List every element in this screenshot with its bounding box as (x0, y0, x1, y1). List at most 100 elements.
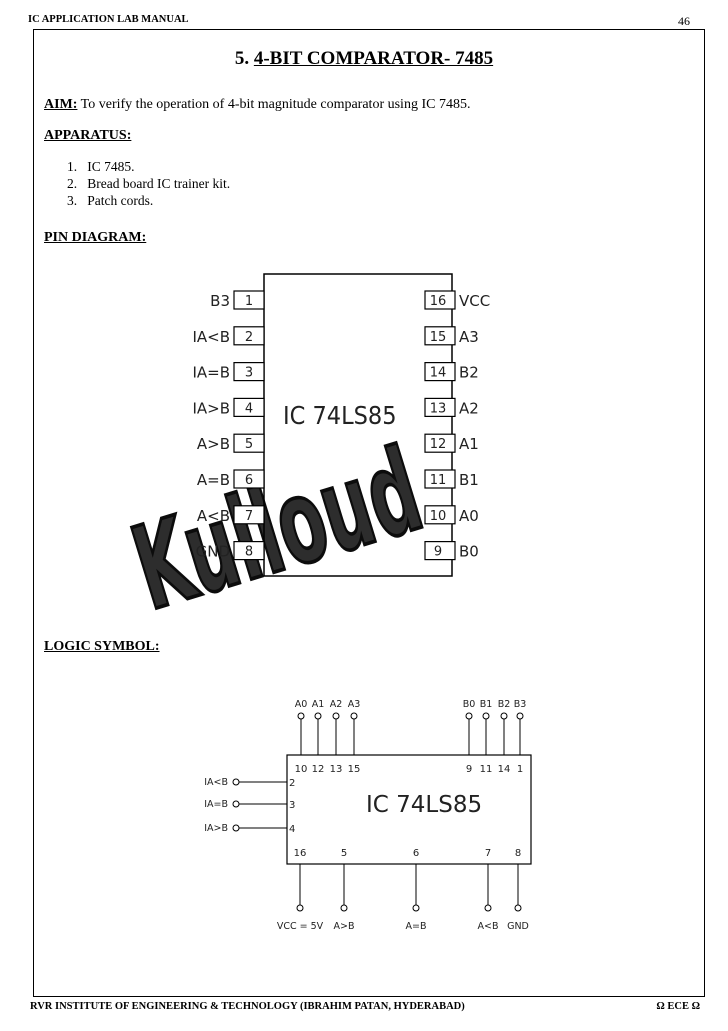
page-title: 5. 4-BIT COMPARATOR- 7485 (0, 48, 728, 70)
list-item: 2. Bread board IC trainer kit. (67, 176, 231, 191)
header-title: IC APPLICATION LAB MANUAL (28, 14, 189, 25)
pin-label-7: A<B (197, 507, 230, 525)
logic-pin-number-10: 10 (295, 764, 308, 775)
pin-box-left-8 (233, 540, 265, 561)
pin-box-right-14 (424, 362, 456, 382)
pin-box-left-2 (233, 326, 265, 346)
aim-label: AIM: (44, 97, 78, 112)
logic-pin-label-4: IA>B (204, 823, 228, 834)
pin-box-left-5 (233, 433, 265, 453)
watermark-text: Kulloud (119, 424, 436, 637)
logic-chip-body (286, 754, 532, 865)
terminal-16 (296, 904, 304, 912)
terminal-5 (340, 904, 348, 912)
pin-number-12: 12 (430, 437, 447, 452)
pin-box-left-4 (233, 397, 265, 417)
terminal-6 (412, 904, 420, 912)
pin-number-13: 13 (430, 401, 447, 416)
pin-box-right-13 (424, 397, 456, 417)
pin-label-12: A1 (459, 435, 479, 453)
apparatus-list: 1. IC 7485. 2. Bread board IC trainer ki… (67, 158, 230, 209)
terminal-11 (482, 712, 490, 720)
pin-number-7: 7 (245, 509, 253, 524)
logic-pin-label-16: VCC = 5V (277, 921, 324, 932)
pin-box-left-3 (233, 362, 265, 382)
terminal-2 (232, 778, 240, 786)
pin-box-left-7 (233, 505, 265, 525)
chip-label: IC 74LS85 (283, 401, 397, 430)
terminal-13 (332, 712, 340, 720)
logic-pin-label-15: A3 (348, 699, 361, 710)
logic-pin-label-6: A=B (406, 921, 427, 932)
pin-label-2: IA<B (192, 328, 230, 346)
pin-number-15: 15 (430, 330, 447, 345)
pin-label-9: B0 (459, 543, 479, 561)
logic-pin-label-10: A0 (295, 699, 308, 710)
logic-pin-number-3: 3 (289, 800, 295, 811)
logic-pin-label-3: IA=B (204, 799, 228, 810)
logic-pin-label-11: B1 (480, 699, 493, 710)
logic-symbol: IC 74LS85 A010A112A213A315B09B111B214B31… (204, 699, 532, 932)
footer-dept: Ω ECE Ω (656, 1001, 700, 1012)
pin-box-right-11 (424, 469, 456, 489)
pin-label-11: B1 (459, 471, 479, 489)
logic-pin-label-8: GND (507, 921, 529, 932)
pin-label-16: VCC (459, 292, 490, 310)
list-item: 1. IC 7485. (67, 159, 135, 174)
pin-box-right-9 (424, 540, 456, 561)
title-number: 5. (234, 48, 250, 69)
pin-label-10: A0 (459, 507, 479, 525)
pin-box-right-16 (424, 290, 456, 310)
pin-box-right-15 (424, 326, 456, 346)
pin-label-6: A=B (197, 471, 230, 489)
apparatus-heading: APPARATUS: (44, 128, 131, 144)
pin-number-11: 11 (430, 473, 447, 488)
logic-pin-label-7: A<B (478, 921, 499, 932)
pin-number-5: 5 (245, 437, 253, 452)
pin-label-8: GND (196, 543, 230, 561)
logic-pin-number-9: 9 (466, 764, 472, 775)
chip-body (263, 273, 453, 577)
logic-pin-number-16: 16 (294, 848, 307, 859)
logic-pin-label-5: A>B (334, 921, 355, 932)
logic-pin-label-2: IA<B (204, 777, 228, 788)
pin-number-3: 3 (245, 366, 253, 381)
terminal-7 (484, 904, 492, 912)
logic-pin-number-8: 8 (515, 848, 521, 859)
terminal-9 (465, 712, 473, 720)
logic-pin-number-4: 4 (289, 824, 295, 835)
pin-label-3: IA=B (192, 364, 230, 382)
pin-number-14: 14 (430, 366, 447, 381)
pin-number-6: 6 (245, 473, 253, 488)
logic-pin-number-12: 12 (312, 764, 325, 775)
pin-number-4: 4 (245, 401, 253, 416)
pin-label-1: B3 (210, 292, 230, 310)
pin-number-2: 2 (245, 330, 253, 345)
pin-label-4: IA>B (192, 399, 230, 417)
terminal-10 (297, 712, 305, 720)
terminal-15 (350, 712, 358, 720)
terminal-4 (232, 824, 240, 832)
title-text: 4-BIT COMPARATOR- 7485 (253, 48, 494, 69)
pin-label-5: A>B (197, 435, 230, 453)
watermark: Kulloud (118, 422, 438, 638)
logic-pin-number-14: 14 (498, 764, 511, 775)
logic-pin-number-11: 11 (480, 764, 493, 775)
pin-box-left-6 (233, 469, 265, 489)
apparatus-label: APPARATUS: (44, 128, 132, 143)
logic-symbol-heading: LOGIC SYMBOL: (44, 639, 160, 654)
aim-text: To verify the operation of 4-bit magnitu… (77, 97, 471, 112)
page-number: 46 (678, 14, 690, 28)
pin-label-15: A3 (459, 328, 479, 346)
pin-number-16: 16 (430, 294, 447, 309)
logic-pin-number-5: 5 (341, 848, 347, 859)
terminal-8 (514, 904, 522, 912)
terminal-12 (314, 712, 322, 720)
pin-box-left-1 (233, 290, 265, 310)
logic-pin-number-15: 15 (348, 764, 361, 775)
aim-section: AIM: To verify the operation of 4-bit ma… (44, 97, 470, 113)
pin-label-14: B2 (459, 364, 479, 382)
pin-label-13: A2 (459, 399, 479, 417)
page-border (33, 29, 705, 997)
